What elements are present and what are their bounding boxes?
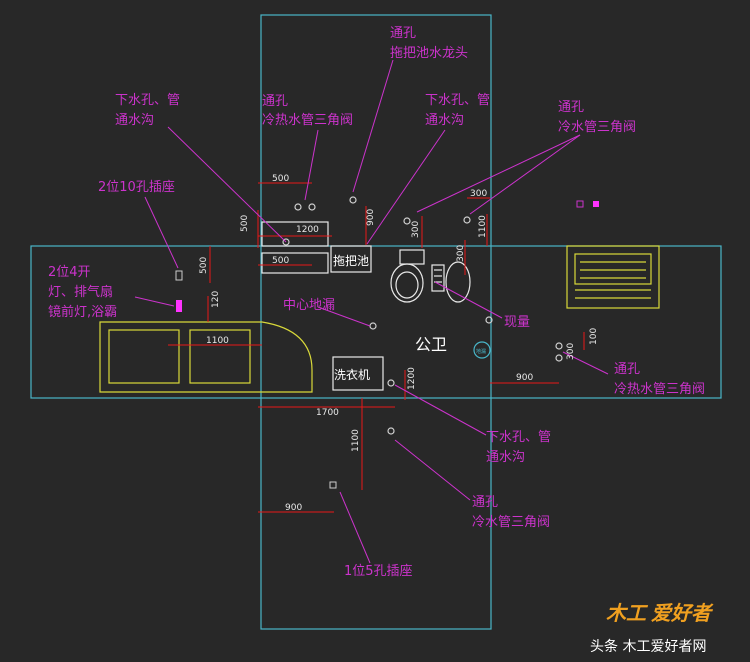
- switch-symbol: [176, 300, 182, 312]
- squat-pan-right: [445, 261, 471, 303]
- mop-pool-label: 拖把池: [333, 254, 369, 268]
- dim-500c: 500: [240, 215, 250, 232]
- dim-300d: 300: [566, 343, 576, 360]
- label-switch4-2: 灯、排气扇: [48, 284, 113, 300]
- label-drain-mid-1: 下水孔、管: [425, 93, 490, 108]
- label-vent-faucet-2: 拖把池水龙头: [390, 46, 468, 61]
- dim-1100a: 1100: [478, 215, 488, 238]
- watermark-caption: 头条 木工爱好者网: [590, 638, 706, 655]
- label-drain-bottom-2: 通水沟: [486, 450, 525, 465]
- dim-1200b: 1200: [407, 367, 417, 390]
- dim-500a: 500: [272, 174, 289, 184]
- socket5-symbol: [329, 481, 337, 489]
- dimension-lines: [168, 182, 585, 513]
- sink-basin: [574, 253, 652, 285]
- label-cold-valve-bottom-1: 通孔: [472, 495, 498, 510]
- dim-1100b: 1100: [206, 336, 229, 346]
- label-on-site: 现量: [504, 315, 530, 330]
- annotations: 通孔 拖把池水龙头 通孔 冷热水管三角阀 下水孔、管 通水沟 下水孔、管 通水沟…: [48, 26, 705, 579]
- toilet-bowl: [390, 263, 424, 303]
- horizontal-room-outline: [30, 245, 722, 399]
- washer-label: 洗衣机: [334, 367, 370, 382]
- socket10-symbol: [175, 270, 183, 281]
- dim-300c: 300: [456, 245, 466, 262]
- dim-500b: 500: [272, 256, 289, 266]
- label-drain-left-2: 通水沟: [115, 113, 154, 128]
- dim-900a: 900: [285, 503, 302, 513]
- toilet-tank: [399, 249, 425, 265]
- label-hotcold-valve-right-1: 通孔: [614, 362, 640, 377]
- label-socket10: 2位10孔插座: [98, 180, 175, 195]
- dimension-texts: 500 500 500 500 1200 900 300 300 300 110…: [199, 174, 599, 513]
- partition-upper: [261, 221, 329, 247]
- mop-pool-box: [330, 245, 372, 273]
- dim-1200: 1200: [296, 225, 319, 235]
- bathtub-outline: [99, 321, 313, 393]
- watermark-logo-char: 木工: [606, 601, 649, 625]
- watermark-logo-text: 爱好者: [651, 601, 714, 625]
- label-drain-left-1: 下水孔、管: [115, 93, 180, 108]
- label-cold-valve-topright-1: 通孔: [558, 100, 584, 115]
- label-drain-bottom-1: 下水孔、管: [486, 430, 551, 445]
- label-cold-valve-bottom-2: 冷水管三角阀: [472, 515, 550, 530]
- label-hotcold-valve-top-2: 冷热水管三角阀: [262, 113, 353, 128]
- label-hotcold-valve-top-1: 通孔: [262, 94, 288, 109]
- label-cold-valve-topright-2: 冷水管三角阀: [558, 120, 636, 135]
- label-hotcold-valve-right-2: 冷热水管三角阀: [614, 382, 705, 397]
- dim-120: 120: [211, 291, 221, 308]
- dim-300b: 300: [411, 221, 421, 238]
- dim-1700: 1700: [316, 408, 339, 418]
- partition-lower: [261, 252, 329, 274]
- room-name: 公卫: [415, 335, 447, 354]
- dim-300a: 300: [470, 189, 487, 199]
- floor-drain-symbol-text: 地漏: [476, 348, 486, 355]
- dim-900b: 900: [516, 373, 533, 383]
- bathtub-basin-right: [189, 329, 251, 384]
- label-center-drain: 中心地漏: [283, 297, 335, 313]
- squat-pan-left: [431, 264, 445, 292]
- points: [175, 196, 599, 489]
- bathtub-basin-left: [108, 329, 180, 384]
- dim-900-top: 900: [366, 209, 376, 226]
- dim-1100c: 1100: [351, 429, 361, 452]
- floor-drain-symbol: [473, 341, 491, 359]
- dim-100: 100: [589, 328, 599, 345]
- dim-500d: 500: [199, 257, 209, 274]
- leader-lines: [134, 59, 609, 564]
- watermark: 木工 爱好者 头条 木工爱好者网: [590, 601, 714, 655]
- label-vent-faucet-1: 通孔: [390, 26, 416, 41]
- sink-cabinet: [566, 245, 660, 309]
- label-switch4-3: 镜前灯,浴霸: [48, 304, 117, 320]
- fixtures: [99, 221, 660, 393]
- label-switch4-1: 2位4开: [48, 265, 91, 280]
- washer-box: [332, 356, 384, 391]
- label-socket5: 1位5孔插座: [344, 564, 413, 579]
- label-drain-mid-2: 通水沟: [425, 113, 464, 128]
